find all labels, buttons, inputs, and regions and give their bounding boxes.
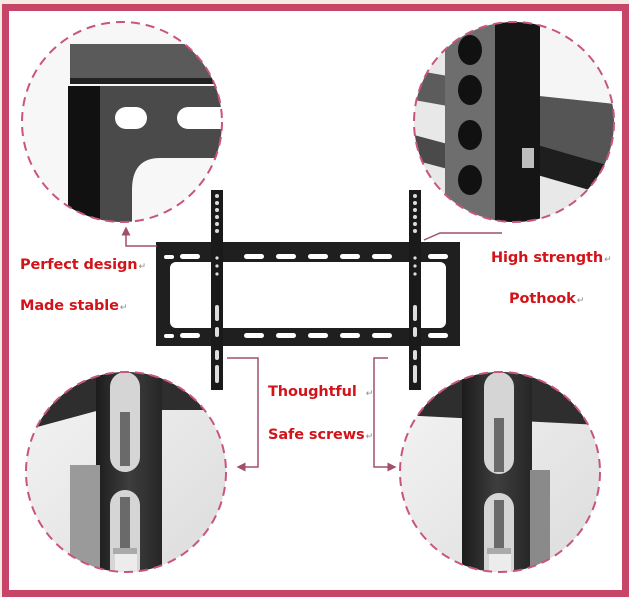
callout-text: Pothook: [509, 291, 576, 307]
detail-circle-bottom-left: [25, 371, 227, 573]
callout-high-strength: High strength↵: [491, 250, 612, 266]
callout-text: Perfect design: [20, 257, 138, 273]
callout-safe-screws: Safe screws↵: [268, 427, 373, 443]
paragraph-mark-icon: ↵: [576, 296, 585, 306]
callout-thoughtful: Thoughtful ↵: [268, 384, 373, 400]
detail-circle-top-right: [413, 21, 615, 223]
callout-pothook: Pothook↵: [509, 291, 584, 307]
connector-lines: [121, 226, 502, 472]
callout-perfect-design: Perfect design↵: [20, 257, 146, 273]
callout-text: Thoughtful: [268, 384, 357, 400]
callout-made-stable: Made stable↵: [20, 298, 127, 314]
callout-text: Made stable: [20, 298, 119, 314]
paragraph-mark-icon: ↵: [365, 432, 374, 442]
tv-wall-mount: [156, 190, 460, 390]
detail-circle-top-left: [21, 21, 223, 223]
detail-circle-bottom-right: [399, 371, 601, 573]
paragraph-mark-icon: ↵: [604, 255, 612, 265]
callout-text: Safe screws: [268, 427, 365, 443]
callout-text: High strength: [491, 250, 604, 266]
paragraph-mark-icon: ↵: [119, 303, 128, 313]
paragraph-mark-icon: ↵: [365, 389, 374, 399]
paragraph-mark-icon: ↵: [138, 262, 146, 272]
